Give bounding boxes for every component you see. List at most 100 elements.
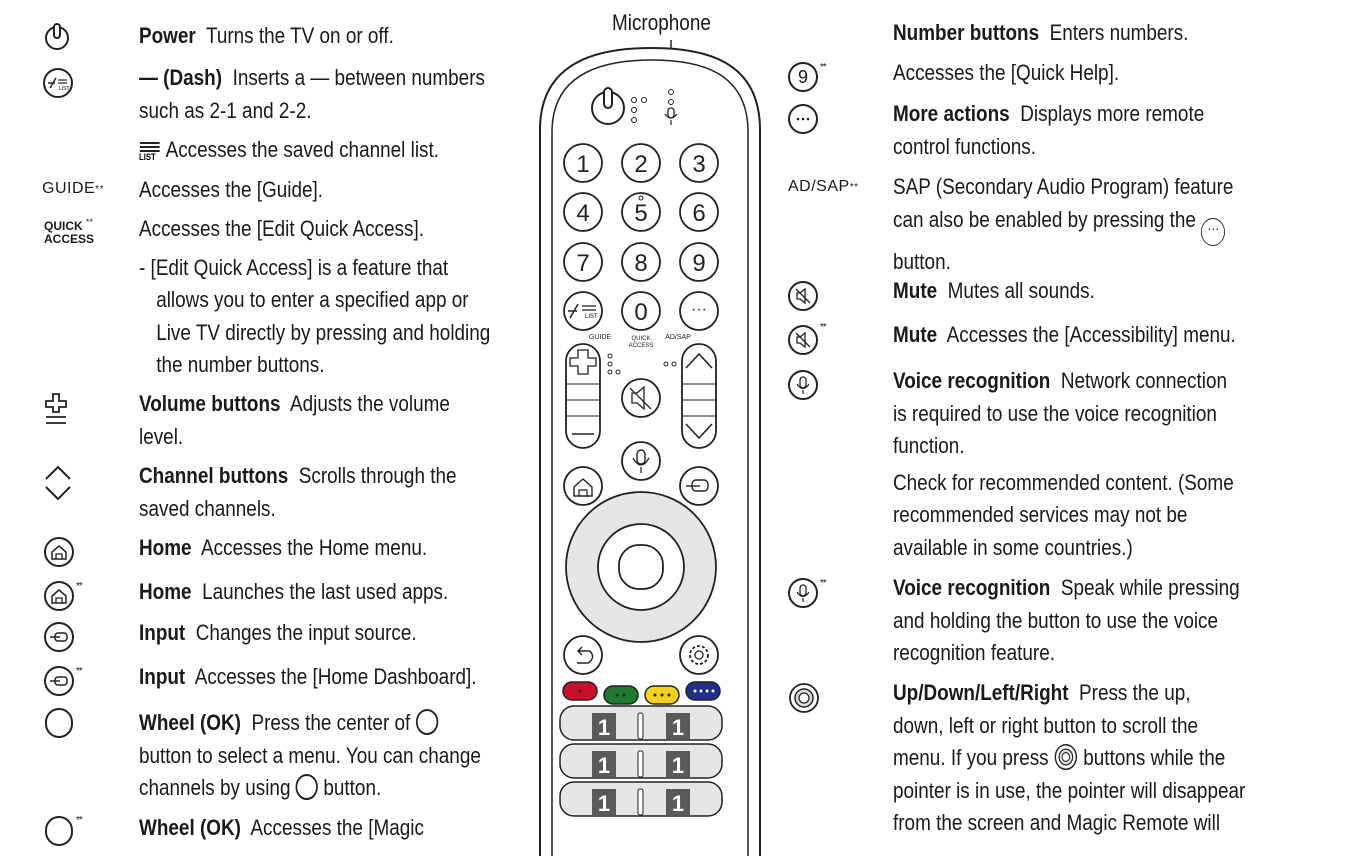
accessibility-desc: Mute Accesses the [Accessibility] menu.: [893, 322, 1236, 347]
remote-settings-button: [679, 635, 719, 675]
key-more: [679, 291, 719, 331]
key-3-label: 3: [692, 151, 705, 178]
home-icon: [44, 581, 74, 611]
shortcut-3b: 1: [672, 791, 684, 816]
adsap-desc: SAP (Secondary Audio Program) feature ca…: [893, 174, 1234, 274]
more-icon: [788, 104, 818, 134]
shortcut-1a: 1: [598, 715, 610, 740]
key-dash-icon: LIST: [568, 303, 598, 320]
key-2: [621, 143, 661, 183]
key-0: [621, 291, 661, 331]
key-9-label: 9: [692, 250, 705, 277]
nine-icon: 9: [788, 62, 818, 92]
input-dashboard-desc: Input Accesses the [Home Dashboard].: [139, 664, 477, 689]
number-keypad: 1 2 3 4 5 6 7 8 9 0 ···: [563, 143, 719, 331]
key-1-label: 1: [576, 151, 589, 178]
access-sub-label: ACCESS: [629, 343, 654, 349]
home-desc: Home Accesses the Home menu.: [139, 535, 428, 560]
home-last-apps-desc: Home Launches the last used apps.: [139, 579, 449, 604]
blue-button: [685, 681, 721, 701]
key-dash: [563, 291, 603, 331]
input-desc: Input Changes the input source.: [139, 620, 417, 645]
adsap-sub-label: AD/SAP: [665, 334, 691, 341]
quick-access-desc: Accesses the [Edit Quick Access]. - [Edi…: [139, 216, 491, 377]
volume-rocker: [565, 343, 601, 449]
guide-label: GUIDE**: [42, 180, 104, 197]
wheel-icon: [415, 709, 438, 735]
key-7-label: 7: [576, 250, 589, 277]
microphone-hole: [668, 89, 674, 95]
channel-rocker: [681, 343, 717, 449]
remote-mute-button: [621, 378, 661, 418]
mute-icon: [788, 325, 818, 355]
quick-sub-label: QUICK: [631, 336, 650, 342]
home-star: **: [76, 581, 83, 592]
mic-icon: [788, 578, 818, 608]
mic-icon: [788, 370, 818, 400]
remote-input-button: [679, 466, 719, 506]
key-6: [679, 192, 719, 232]
remote-power-button: [591, 87, 647, 125]
wheel-icon: [295, 774, 319, 800]
power-desc: Power Turns the TV on or off.: [139, 23, 394, 48]
remote-dpad-wheel: [565, 491, 717, 643]
wheel-desc: Wheel (OK) Press the center of button to…: [139, 709, 481, 800]
wheel-icon: [44, 815, 74, 847]
key-8: [621, 242, 661, 282]
key-3: [679, 143, 719, 183]
guide-sub-label: GUIDE: [589, 334, 612, 341]
wheel-icon: [44, 707, 74, 739]
voice-recognition-desc: Voice recognition Network connection is …: [893, 368, 1234, 560]
shortcut-2b: 1: [672, 753, 684, 778]
wheel-magic-desc: Wheel (OK) Accesses the [Magic: [139, 815, 424, 840]
nine-star: **: [820, 62, 827, 73]
mute-icon: [788, 281, 818, 311]
dash-list-icon: LIST: [43, 68, 73, 98]
guide-desc: Accesses the [Guide].: [139, 177, 324, 202]
list-icon-text: LIST: [139, 151, 157, 161]
green-button: [603, 685, 639, 705]
list-icon: LIST: [139, 138, 161, 171]
remote-inner-edge: [551, 59, 749, 856]
key-7: [563, 242, 603, 282]
more-icon: ···: [1201, 217, 1226, 246]
volume-icon: [42, 392, 70, 426]
svg-text:LIST: LIST: [585, 314, 598, 320]
dpad-icon: [1054, 743, 1078, 771]
key-5: [621, 192, 661, 232]
key-1: [563, 143, 603, 183]
svg-text:LIST: LIST: [59, 86, 69, 91]
guide-star: **: [95, 183, 104, 195]
quick-access-label: QUICK ** ACCESS: [44, 217, 95, 246]
voice-hold-desc: Voice recognition Speak while pressing a…: [893, 575, 1240, 665]
keypad-sub-labels: GUIDE QUICK ACCESS AD/SAP: [589, 334, 691, 349]
shortcut-3a: 1: [598, 791, 610, 816]
mute-desc: Mute Mutes all sounds.: [893, 278, 1095, 303]
input-star: **: [76, 666, 83, 677]
home-icon: [44, 537, 74, 567]
app-shortcut-bars: 1 1 1 1 1 1: [559, 705, 723, 817]
number-buttons-desc: Number buttons Enters numbers.: [893, 20, 1189, 45]
quick-help-desc: Accesses the [Quick Help].: [893, 60, 1120, 85]
key-0-label: 0: [634, 299, 647, 326]
power-icon: [42, 22, 72, 52]
key-9: [679, 242, 719, 282]
remote-illustration: 1 2 3 4 5 6 7 8 9 0 ··· LIST GUIDE QUICK…: [539, 40, 761, 856]
adsap-label: AD/SAP**: [788, 178, 859, 195]
key-5-label: 5: [634, 200, 647, 227]
input-icon: [44, 622, 74, 652]
shortcut-2a: 1: [598, 753, 610, 778]
channel-icon: [42, 463, 74, 503]
key-4-label: 4: [576, 200, 589, 227]
key-8-label: 8: [634, 250, 647, 277]
remote-home-button: [563, 466, 603, 506]
key-4: [563, 192, 603, 232]
dpad-icon: [788, 682, 820, 714]
key-6-label: 6: [692, 200, 705, 227]
remote-voice-button: [621, 441, 661, 481]
wheel-star: **: [76, 815, 83, 826]
